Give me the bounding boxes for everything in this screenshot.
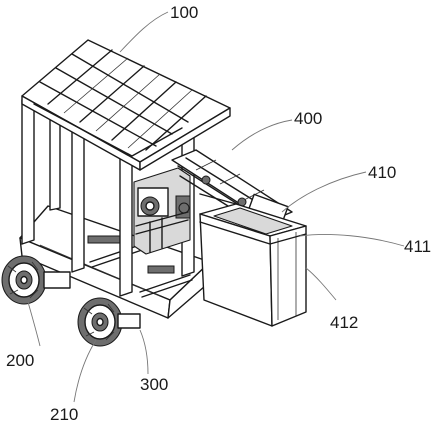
label-412: 412 xyxy=(330,313,358,332)
leader-400 xyxy=(231,119,293,151)
leader-300 xyxy=(139,329,149,375)
leader-100 xyxy=(119,11,169,53)
center-mechanism xyxy=(133,167,191,255)
chassis-base xyxy=(19,205,213,319)
reference-labels: 100 400 410 411 412 200 210 300 xyxy=(6,3,431,424)
label-100: 100 xyxy=(170,3,198,22)
label-200: 200 xyxy=(6,351,34,370)
roof-frame xyxy=(21,39,231,171)
base-bracket xyxy=(147,265,175,274)
leader-412 xyxy=(305,267,337,301)
leader-lines xyxy=(27,11,405,403)
leader-411 xyxy=(299,234,405,247)
label-300: 300 xyxy=(140,375,168,394)
gripper-box xyxy=(199,203,307,327)
base-bracket xyxy=(87,235,123,244)
wheel-hub-block xyxy=(117,313,141,329)
leader-200 xyxy=(27,301,41,347)
leader-410 xyxy=(281,171,367,213)
label-400: 400 xyxy=(294,109,322,128)
label-411: 411 xyxy=(404,237,431,256)
wheels xyxy=(1,255,141,347)
arm-assembly xyxy=(171,149,293,237)
wheel-hub-block xyxy=(43,271,71,289)
leader-210 xyxy=(73,339,97,403)
label-210: 210 xyxy=(50,405,78,424)
label-410: 410 xyxy=(368,163,396,182)
